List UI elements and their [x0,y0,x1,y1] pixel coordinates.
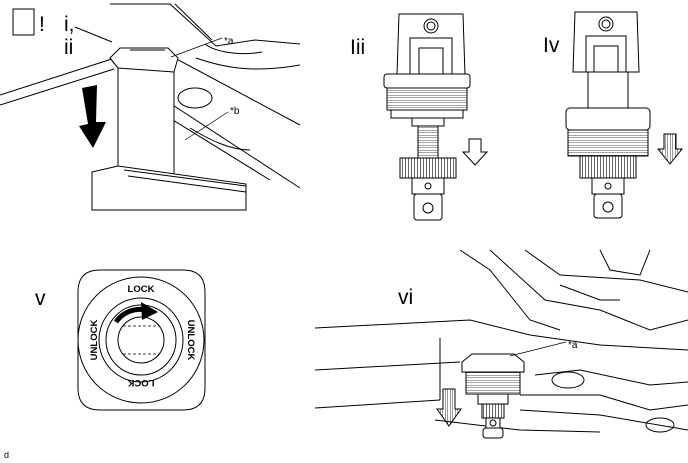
unlock-label-right: UNLOCK [185,320,196,361]
hatched-down-arrow [656,133,684,165]
push-down-arrow [79,85,106,148]
callout-a-label: *a [224,36,234,47]
panel-1-install-tool: ! i, ii *a *b [0,3,301,211]
step-label-v: v [35,287,46,310]
lock-label-bottom: LOCK [127,377,154,388]
callout-b-label: *b [230,106,240,117]
unlock-label-left: UNLOCK [89,320,100,361]
step-label-i-ii-line-1: i, [64,13,75,36]
step-label-iii: Iii [350,36,365,59]
caution-mark: ! [39,13,45,36]
hollow-down-arrow [461,138,489,166]
step-label-i-ii: i, ii [64,13,80,59]
figure-code: d [4,450,9,460]
panel-vi-install-in-vehicle: vi *a [314,249,688,439]
panel-v-lock-ring: v LOCK LOCK UNLOCK UNLOCK [35,269,206,411]
step-label-iv: Iv [543,34,560,57]
panel-iii-tool-extended: Iii [350,13,489,221]
lock-label-top: LOCK [128,284,155,295]
callout-a-label: *a [568,340,578,351]
step-label-i-ii-line-2: ii [64,36,73,59]
step-label-vi: vi [398,286,413,309]
hatched-down-arrow [436,388,462,427]
panel-iv-tool-retracted: Iv [543,11,684,219]
caution-box [12,8,35,36]
